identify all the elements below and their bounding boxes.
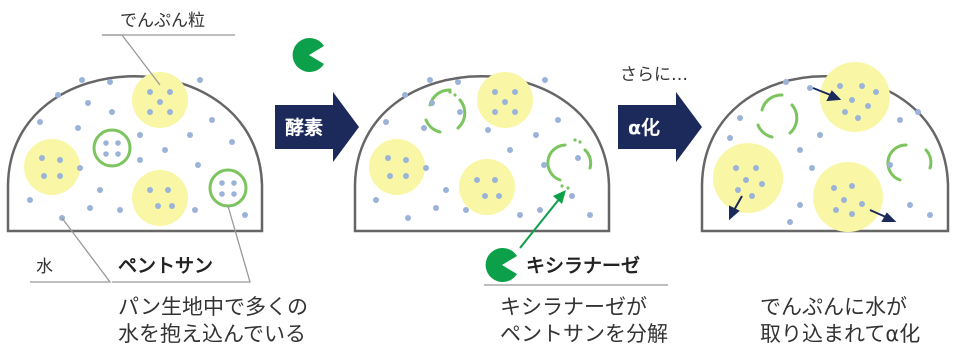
panel2-caption-line1: キシラナーゼが: [500, 295, 647, 319]
swollen-starch-granule: [813, 162, 883, 232]
pentosan-leader-line: [112, 205, 251, 283]
enzyme-arrow-label: 酵素: [285, 116, 323, 139]
broken-pentosan: [756, 93, 933, 182]
panel-2-dough: [353, 72, 611, 249]
starch-granule: [24, 139, 80, 195]
dough-dome-2: [353, 75, 611, 233]
water-dots: [27, 77, 248, 221]
starch-granule: [369, 139, 425, 195]
panel2-caption-line2: ペントサンを分解: [500, 322, 668, 346]
panel1-caption-line2: 水を抱え込んでいる: [118, 322, 306, 346]
panel3-caption-line1: でんぷんに水が: [760, 295, 907, 319]
swollen-starch-granule: [820, 62, 890, 132]
enzyme-icon: [292, 38, 324, 72]
panel3-caption-line2: 取り込まれてα化: [760, 322, 920, 346]
enzyme-arrow: 酵素: [275, 92, 359, 162]
panel-1-dough: [6, 34, 264, 283]
water-dots: [727, 79, 933, 225]
further-label: さらに…: [620, 65, 688, 85]
starch-granule: [132, 170, 188, 226]
panel-3-dough: [700, 62, 950, 233]
absorb-arrows: [729, 87, 897, 222]
dough-dome-1: [6, 75, 264, 233]
xylanase-label: キシラナーゼ: [526, 254, 640, 277]
alpha-arrow-label: α化: [628, 116, 660, 139]
pentosan-label: ペントサン: [118, 255, 213, 277]
panel1-caption-line1: パン生地中で多くの: [118, 295, 308, 319]
alpha-arrow: α化: [618, 92, 702, 162]
starch-granule: [459, 159, 515, 215]
starch-granule-label: でんぷん粒: [120, 11, 205, 31]
water-dots: [373, 77, 593, 221]
pentosan-ring: [92, 128, 132, 168]
water-label: 水: [36, 257, 53, 277]
water-leader-line: [30, 217, 112, 283]
xylanase-icon: [485, 248, 517, 282]
